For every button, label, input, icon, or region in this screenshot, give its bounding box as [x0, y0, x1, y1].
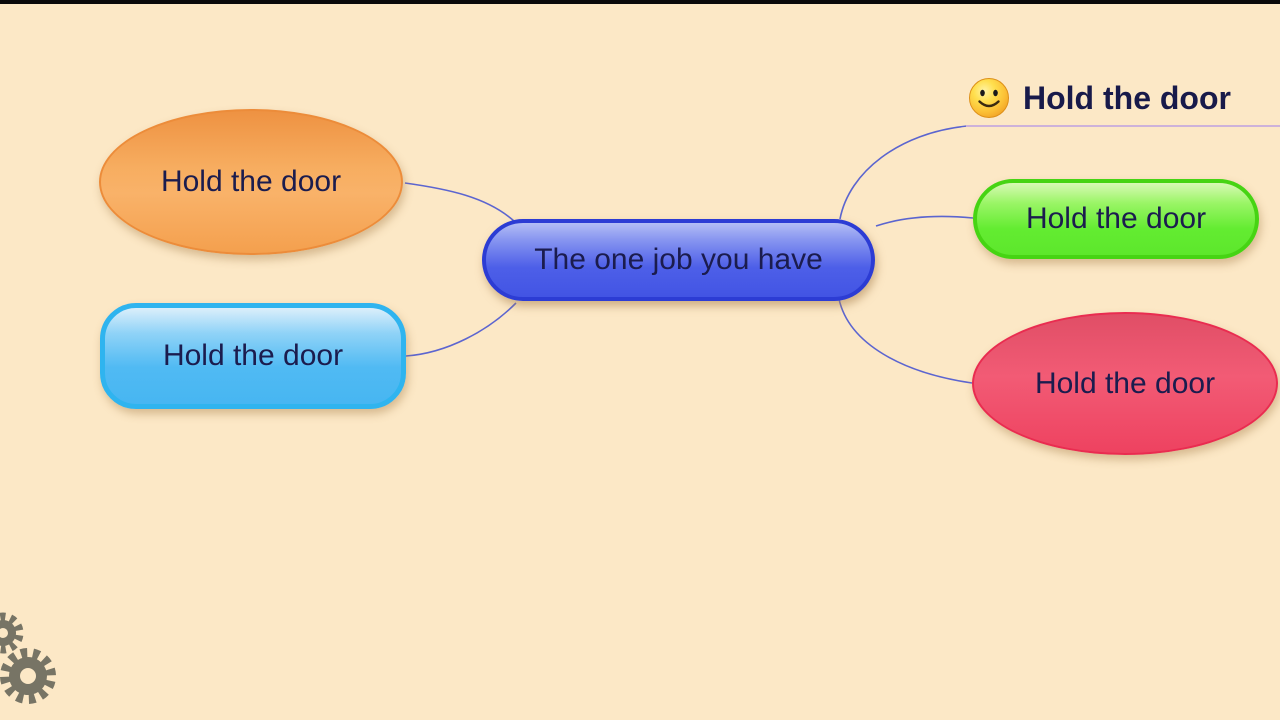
connector-center-to-blue	[405, 302, 517, 357]
branch-node-text-underline[interactable]: Hold the door	[968, 72, 1231, 124]
branch-label: Hold the door	[1034, 366, 1216, 400]
branch-label: Hold the door	[1025, 202, 1207, 235]
connector-center-to-green	[875, 215, 974, 227]
center-topic-label: The one job you have	[534, 243, 823, 276]
center-topic-node[interactable]: The one job you have	[482, 219, 875, 301]
connector-center-to-text	[839, 125, 968, 220]
branch-node-red-ellipse[interactable]: Hold the door	[972, 312, 1278, 455]
settings-gears-icon[interactable]	[0, 598, 90, 713]
branch-label: Hold the door	[162, 339, 344, 372]
connector-center-to-red	[838, 298, 973, 384]
top-letterbox-bar	[0, 0, 1280, 4]
branch-label: Hold the door	[160, 165, 342, 198]
branch-node-blue-rounded[interactable]: Hold the door	[100, 303, 406, 409]
connector-center-to-orange	[404, 182, 515, 222]
text-node-underline	[966, 125, 1280, 127]
branch-label: Hold the door	[1023, 79, 1231, 116]
branch-node-orange-ellipse[interactable]: Hold the door	[99, 109, 403, 255]
branch-node-green-rounded[interactable]: Hold the door	[973, 179, 1259, 259]
smiley-emoji-icon	[969, 78, 1009, 118]
